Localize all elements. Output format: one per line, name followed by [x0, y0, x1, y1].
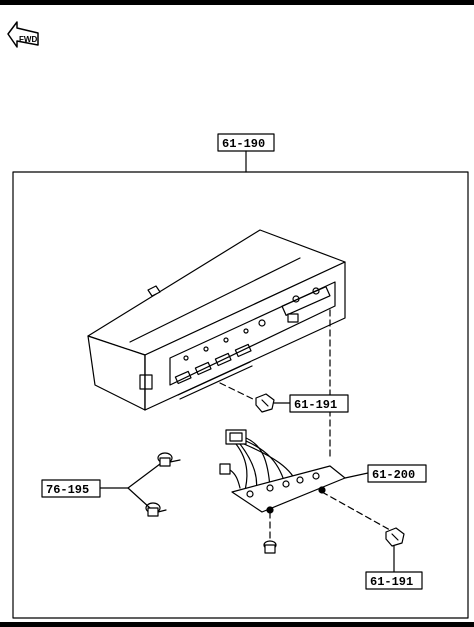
fwd-arrow-icon: FWD	[7, 21, 39, 48]
upper-knob-ref-label: 61-191	[294, 398, 337, 412]
lower-knob-part: 61-191	[365, 527, 423, 590]
screw-ref-label: 76-195	[46, 483, 89, 497]
assembly-callout: 61-190	[217, 133, 275, 173]
assembly-ref-label: 61-190	[222, 137, 265, 151]
bottom-border	[0, 622, 474, 627]
screw-parts: 76-195	[41, 452, 277, 554]
lower-knob-ref-label: 61-191	[370, 575, 413, 589]
assembly-frame	[12, 171, 469, 619]
harness-ref-label: 61-200	[372, 468, 415, 482]
top-border	[0, 0, 474, 5]
fwd-label: FWD	[19, 35, 37, 44]
wiring-harness-part: 61-200	[219, 429, 427, 539]
upper-knob-part: 61-191	[255, 393, 349, 413]
control-panel-unit	[87, 229, 346, 459]
